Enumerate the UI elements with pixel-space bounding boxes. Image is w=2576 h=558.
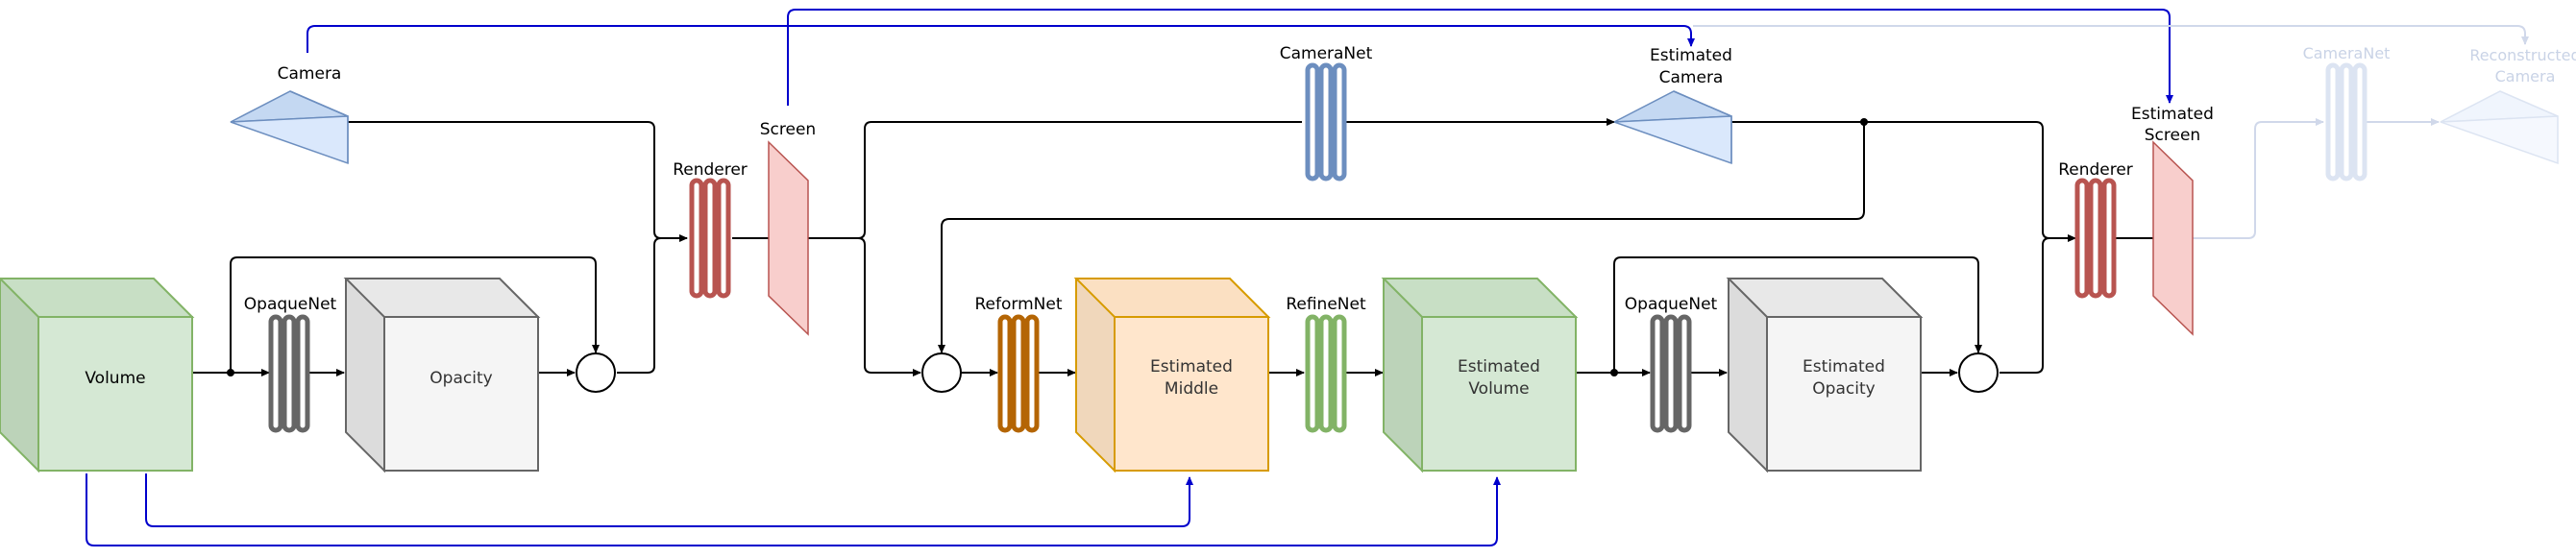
junction-dot [1860,118,1868,126]
estimated-screen-label-2: Screen [2145,126,2200,145]
estimated-camera-to-reform-combine [938,122,1865,353]
renderer-2-block [2074,178,2117,299]
estimated-camera-out [1730,121,2076,242]
junction-dot [227,369,234,376]
renderer-block [689,178,731,299]
volume-cube: Volume [0,278,195,473]
reconstructed-camera-label-2: Camera [2495,67,2556,85]
opacity-cube: Opacity [343,278,541,473]
refinenet-block [1305,314,1347,433]
screen-to-cameranet [808,121,1302,239]
volume-skip-to-combine [230,256,600,373]
estimated-screen-label-1: Estimated [2131,105,2214,124]
cameranet-faded-block [2325,62,2367,182]
estimated-middle-cube: Estimated Middle [1073,278,1271,473]
estimated-camera-label-2: Camera [1659,68,1724,87]
estimated-screen-shape [2152,140,2194,336]
opaquenet-block [268,314,310,433]
estimated-middle-label-1: Estimated [1150,357,1233,376]
volume-label: Volume [85,369,145,388]
camera-loss-line [307,25,1695,53]
estimated-camera-shape [1613,90,1732,165]
camera-to-renderer [348,121,662,239]
opacity-label: Opacity [429,369,492,388]
reconstructed-camera-shape [2440,90,2559,165]
cameranet-label: CameraNet [1280,44,1373,63]
opaquenet-label: OpaqueNet [244,295,337,314]
camera-shape [230,90,349,165]
screen-to-reform-combine [857,237,921,376]
cameranet-faded-label: CameraNet [2303,44,2391,62]
estimated-opacity-label-1: Estimated [1803,357,1885,376]
estimated-volume-label-2: Volume [1468,379,1529,399]
screen-label: Screen [760,120,816,139]
combine-2-node [1958,352,1999,393]
loss-connections [86,9,2173,546]
reformnet-label: ReformNet [975,295,1063,314]
estimated-volume-label-1: Estimated [1458,357,1540,376]
flow-connectors [193,118,2172,376]
camera-label: Camera [278,64,342,84]
reformnet-block [997,314,1040,433]
estimated-opacity-cube: Estimated Opacity [1726,278,1924,473]
volume-loss-line [86,473,1501,546]
screen-loss-line [787,9,2173,106]
opaquenet-2-label: OpaqueNet [1625,295,1718,314]
opaquenet-2-block [1650,314,1692,433]
reconstructed-camera-label-1: Reconstructed [2469,46,2576,64]
estimated-opacity-label-2: Opacity [1812,379,1875,399]
estvolume-skip-to-combine [1613,256,1982,373]
junction-dot [1610,369,1618,376]
renderer-2-label: Renderer [2058,160,2133,180]
estimated-middle-label-2: Middle [1165,379,1218,399]
reform-combine-node [921,352,962,393]
combine-node [576,352,616,393]
cameranet-block [1305,62,1347,182]
estimated-camera-label-1: Estimated [1650,46,1732,65]
faded-connectors [2193,118,2440,239]
combine-to-renderer [617,234,688,374]
renderer-label: Renderer [673,160,748,180]
estimated-volume-cube: Estimated Volume [1381,278,1579,473]
faded-loss-line [1693,25,2529,45]
middle-loss-line [145,473,1193,527]
screen-shape [768,140,809,336]
refinenet-label: RefineNet [1286,295,1366,314]
combine2-to-renderer2 [1999,237,2050,374]
